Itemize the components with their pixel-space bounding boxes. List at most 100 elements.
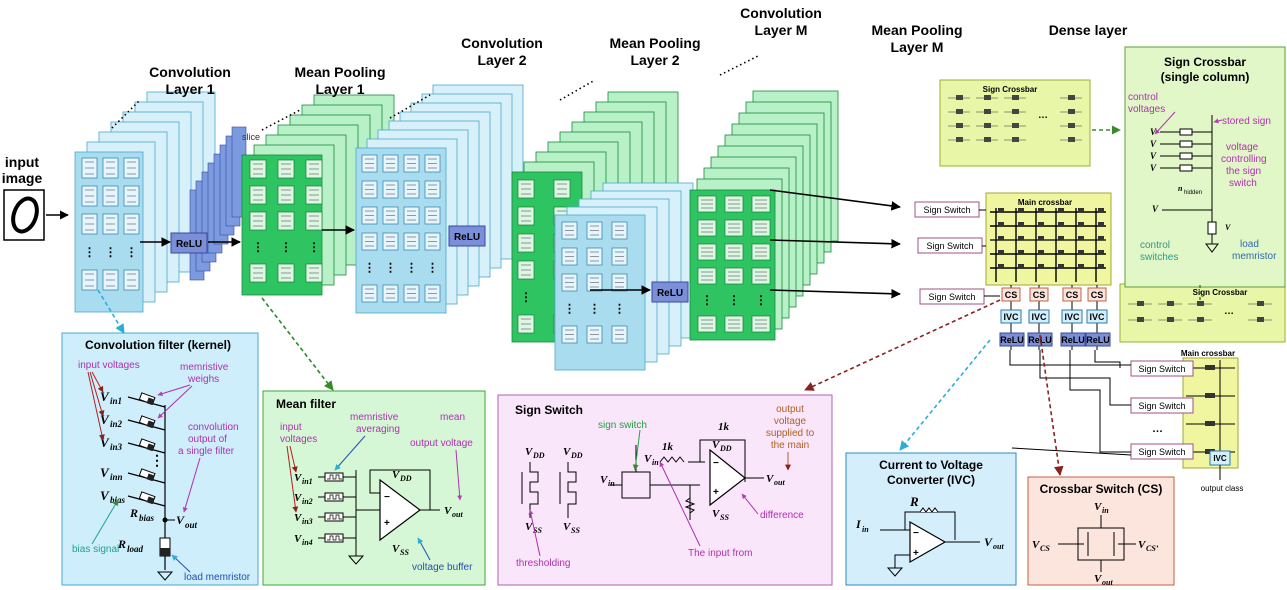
svg-text:⋮: ⋮	[84, 245, 96, 259]
svg-text:CS: CS	[1040, 544, 1050, 553]
svg-text:V: V	[100, 389, 110, 404]
sign-switch-1: Sign Switch	[923, 205, 970, 215]
svg-text:n: n	[1178, 184, 1183, 193]
conv2-label-a: Convolution	[461, 35, 543, 51]
relu-box-1: ReLU	[1000, 335, 1024, 345]
svg-text:the sign: the sign	[1226, 166, 1261, 177]
svg-text:−: −	[384, 492, 390, 503]
convM-label-a: Convolution	[740, 5, 822, 21]
svg-text:Sign Crossbar: Sign Crossbar	[1164, 55, 1246, 69]
svg-text:V: V	[712, 508, 721, 520]
svg-text:inn: inn	[110, 472, 123, 482]
svg-text:out: out	[1102, 578, 1113, 587]
svg-text:V: V	[392, 469, 401, 481]
svg-text:in: in	[652, 458, 659, 467]
svg-text:The input from: The input from	[688, 548, 752, 559]
cs-box-4: CS	[1091, 290, 1104, 300]
svg-text:averaging: averaging	[356, 424, 400, 435]
svg-text:V: V	[294, 472, 303, 484]
svg-text:⋮: ⋮	[364, 261, 376, 275]
mean-filter-panel: Mean filter input voltages memristive av…	[262, 390, 486, 586]
svg-text:V: V	[766, 473, 775, 485]
svg-text:⋮: ⋮	[308, 240, 320, 254]
svg-text:in: in	[1102, 506, 1109, 515]
svg-text:V: V	[1094, 501, 1103, 513]
svg-text:R: R	[909, 494, 919, 509]
pool2-label-a: Mean Pooling	[610, 35, 701, 51]
input-image	[3, 189, 69, 241]
svg-text:V: V	[1152, 204, 1159, 214]
svg-text:⋮: ⋮	[126, 245, 138, 259]
svg-text:V: V	[1150, 163, 1157, 173]
ivc-box-4: IVC	[1089, 312, 1105, 322]
svg-text:output: output	[776, 404, 804, 415]
ivc-box-1: IVC	[1003, 312, 1019, 322]
svg-text:V: V	[294, 512, 303, 524]
conv2-label-b: Layer 2	[477, 52, 526, 68]
relu-1: ReLU	[176, 239, 202, 250]
conv1-label-a: Convolution	[149, 64, 231, 80]
relu-box-4: ReLU	[1086, 335, 1110, 345]
svg-text:SS: SS	[400, 548, 409, 557]
svg-text:V: V	[644, 453, 653, 465]
output-class-label: output class	[1201, 484, 1244, 493]
slice-label: slice	[242, 132, 260, 142]
svg-text:V: V	[100, 465, 110, 480]
svg-text:Crossbar Switch (CS): Crossbar Switch (CS)	[1040, 482, 1163, 496]
ivc-box-3: IVC	[1064, 312, 1080, 322]
svg-text:input voltages: input voltages	[78, 360, 140, 371]
svg-text:⋮: ⋮	[589, 302, 601, 316]
svg-text:in3: in3	[302, 517, 313, 526]
svg-text:V: V	[984, 535, 993, 549]
relu-blocks: ReLU ReLU ReLU	[170, 225, 689, 303]
svg-text:voltages: voltages	[1128, 104, 1165, 115]
svg-text:⋮: ⋮	[614, 302, 626, 316]
svg-text:out: out	[452, 510, 463, 519]
svg-text:DD: DD	[399, 474, 412, 483]
poolM-label-b: Layer M	[891, 39, 944, 55]
svg-text:difference: difference	[760, 510, 804, 521]
sign-crossbar-top: Sign Crossbar …	[939, 79, 1091, 167]
svg-text:CS’: CS’	[1146, 544, 1159, 553]
sign-switch-3: Sign Switch	[928, 292, 975, 302]
svg-text:⋮: ⋮	[406, 261, 418, 275]
svg-text:⋮: ⋮	[150, 452, 164, 468]
relu-3: ReLU	[657, 288, 683, 299]
svg-text:input: input	[280, 422, 302, 433]
svg-text:in4: in4	[302, 538, 313, 547]
svg-text:V: V	[1094, 573, 1103, 585]
svg-text:V: V	[1225, 223, 1231, 232]
svg-text:−: −	[913, 528, 919, 539]
svg-text:stored sign: stored sign	[1222, 116, 1271, 127]
svg-text:I: I	[855, 517, 862, 531]
cs-box-3: CS	[1066, 290, 1079, 300]
svg-text:DD: DD	[532, 451, 545, 460]
svg-text:(single column): (single column)	[1161, 70, 1250, 84]
svg-text:Sign Crossbar: Sign Crossbar	[1193, 288, 1248, 297]
svg-text:Converter (IVC): Converter (IVC)	[887, 473, 975, 487]
svg-text:Mean filter: Mean filter	[276, 397, 336, 411]
svg-text:V: V	[1150, 139, 1157, 149]
svg-text:hidden: hidden	[1184, 190, 1202, 196]
svg-text:+: +	[713, 487, 719, 498]
svg-text:…: …	[1152, 423, 1163, 435]
svg-text:memristor: memristor	[1232, 251, 1277, 262]
svg-text:in1: in1	[110, 396, 122, 406]
svg-text:switch: switch	[1229, 178, 1257, 189]
relu-box-2: ReLU	[1028, 335, 1052, 345]
svg-text:…: …	[1038, 110, 1048, 121]
svg-text:switches: switches	[1140, 252, 1178, 263]
sign-switch-4: Sign Switch	[1138, 364, 1185, 374]
svg-text:⋮: ⋮	[427, 261, 439, 275]
ivc-output: IVC	[1213, 454, 1227, 463]
svg-text:voltage: voltage	[1226, 142, 1259, 153]
svg-text:V: V	[600, 474, 609, 486]
svg-text:V: V	[294, 533, 303, 545]
svg-text:output voltage: output voltage	[410, 438, 473, 449]
svg-text:in2: in2	[110, 419, 123, 429]
svg-text:V: V	[392, 543, 401, 555]
svg-text:V: V	[563, 446, 572, 458]
svg-text:thresholding: thresholding	[516, 558, 570, 569]
